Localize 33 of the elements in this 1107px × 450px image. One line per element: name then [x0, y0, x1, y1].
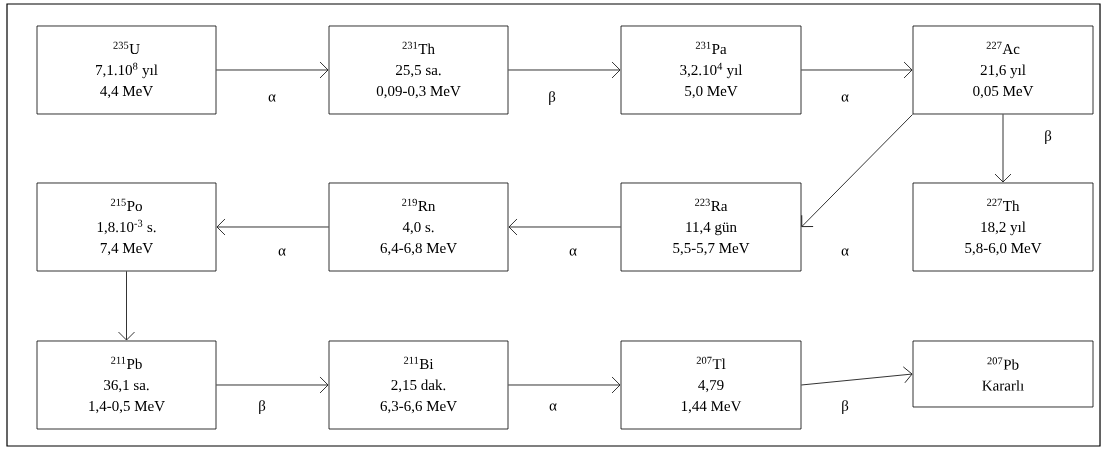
arrow — [508, 61, 621, 79]
edge-label: α — [840, 247, 850, 257]
arrow — [801, 114, 913, 227]
edge-label: α — [548, 402, 558, 412]
edge-label: β — [840, 399, 850, 415]
arrow — [508, 376, 621, 394]
edge-label: α — [277, 247, 287, 257]
decay-box: $^{207}$Pb Kararlı — [912, 340, 1094, 408]
edge-label: α — [267, 93, 277, 103]
edge-label: α — [840, 93, 850, 103]
decay-box: $^{227}$Th 18,2 yıl 5,8-6,0 MeV — [912, 182, 1094, 272]
decay-box: $^{211}$Pb 36,1 sa. 1,4-0,5 MeV — [36, 340, 217, 430]
edge-label: β — [257, 399, 267, 415]
decay-box: $^{231}$Pa 3,2.10$^{4}$ yıl 5,0 MeV — [620, 25, 802, 115]
edge-label: α — [568, 247, 578, 257]
arrow — [801, 366, 913, 386]
arrow — [994, 114, 1012, 183]
decay-box: $^{215}$Po 1,8.10$^{-3}$ s. 7,4 MeV — [36, 182, 217, 272]
arrow — [508, 218, 621, 236]
arrow — [216, 376, 329, 394]
decay-box: $^{227}$Ac 21,6 yıl 0,05 MeV — [912, 25, 1094, 115]
edge-label: β — [547, 90, 557, 106]
arrow — [118, 271, 135, 341]
arrow — [801, 61, 913, 79]
arrow — [216, 61, 329, 79]
edge-label: β — [1043, 129, 1053, 145]
decay-box: $^{235}$U 7,1.10$^{8}$ yıl 4,4 MeV — [36, 25, 217, 115]
decay-box: $^{223}$Ra 11,4 gün 5,5-5,7 MeV — [620, 182, 802, 272]
decay-box: $^{207}$Tl 4,79 1,44 MeV — [620, 340, 802, 430]
decay-box: $^{231}$Th 25,5 sa. 0,09-0,3 MeV — [328, 25, 509, 115]
arrow — [216, 218, 329, 236]
decay-box: $^{211}$Bi 2,15 dak. 6,3-6,6 MeV — [328, 340, 509, 430]
decay-box: $^{219}$Rn 4,0 s. 6,4-6,8 MeV — [328, 182, 509, 272]
